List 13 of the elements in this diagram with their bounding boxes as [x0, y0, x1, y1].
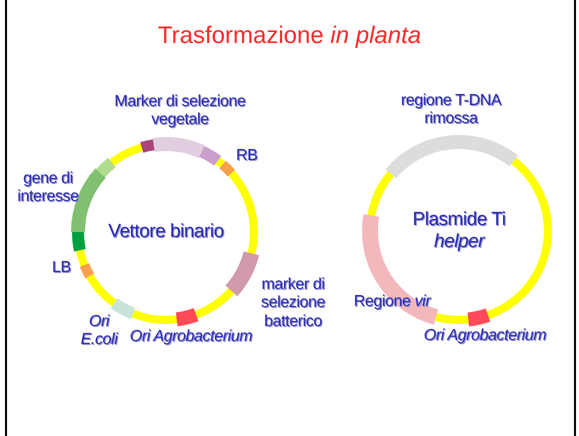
region-label: gene di interesse — [16, 170, 80, 207]
region-label: marker di selezione batterico — [260, 276, 326, 332]
region-label: Ori E.coli — [80, 313, 120, 350]
title: Trasformazione in planta — [156, 21, 422, 51]
region-label: LB — [52, 259, 72, 278]
region-label: Marker di selezione vegetale — [113, 93, 247, 130]
plasmid-name: Vettore binario — [107, 221, 225, 243]
region-label: Ori Agrobacterium — [422, 327, 548, 346]
region-label: Ori Agrobacterium — [128, 328, 254, 346]
region-label: Regione vir — [352, 293, 432, 312]
region-label: RB — [236, 147, 258, 166]
plasmid-name: Plasmide Ti helper — [412, 209, 506, 253]
region-label: regione T-DNA rimossa — [400, 92, 502, 129]
